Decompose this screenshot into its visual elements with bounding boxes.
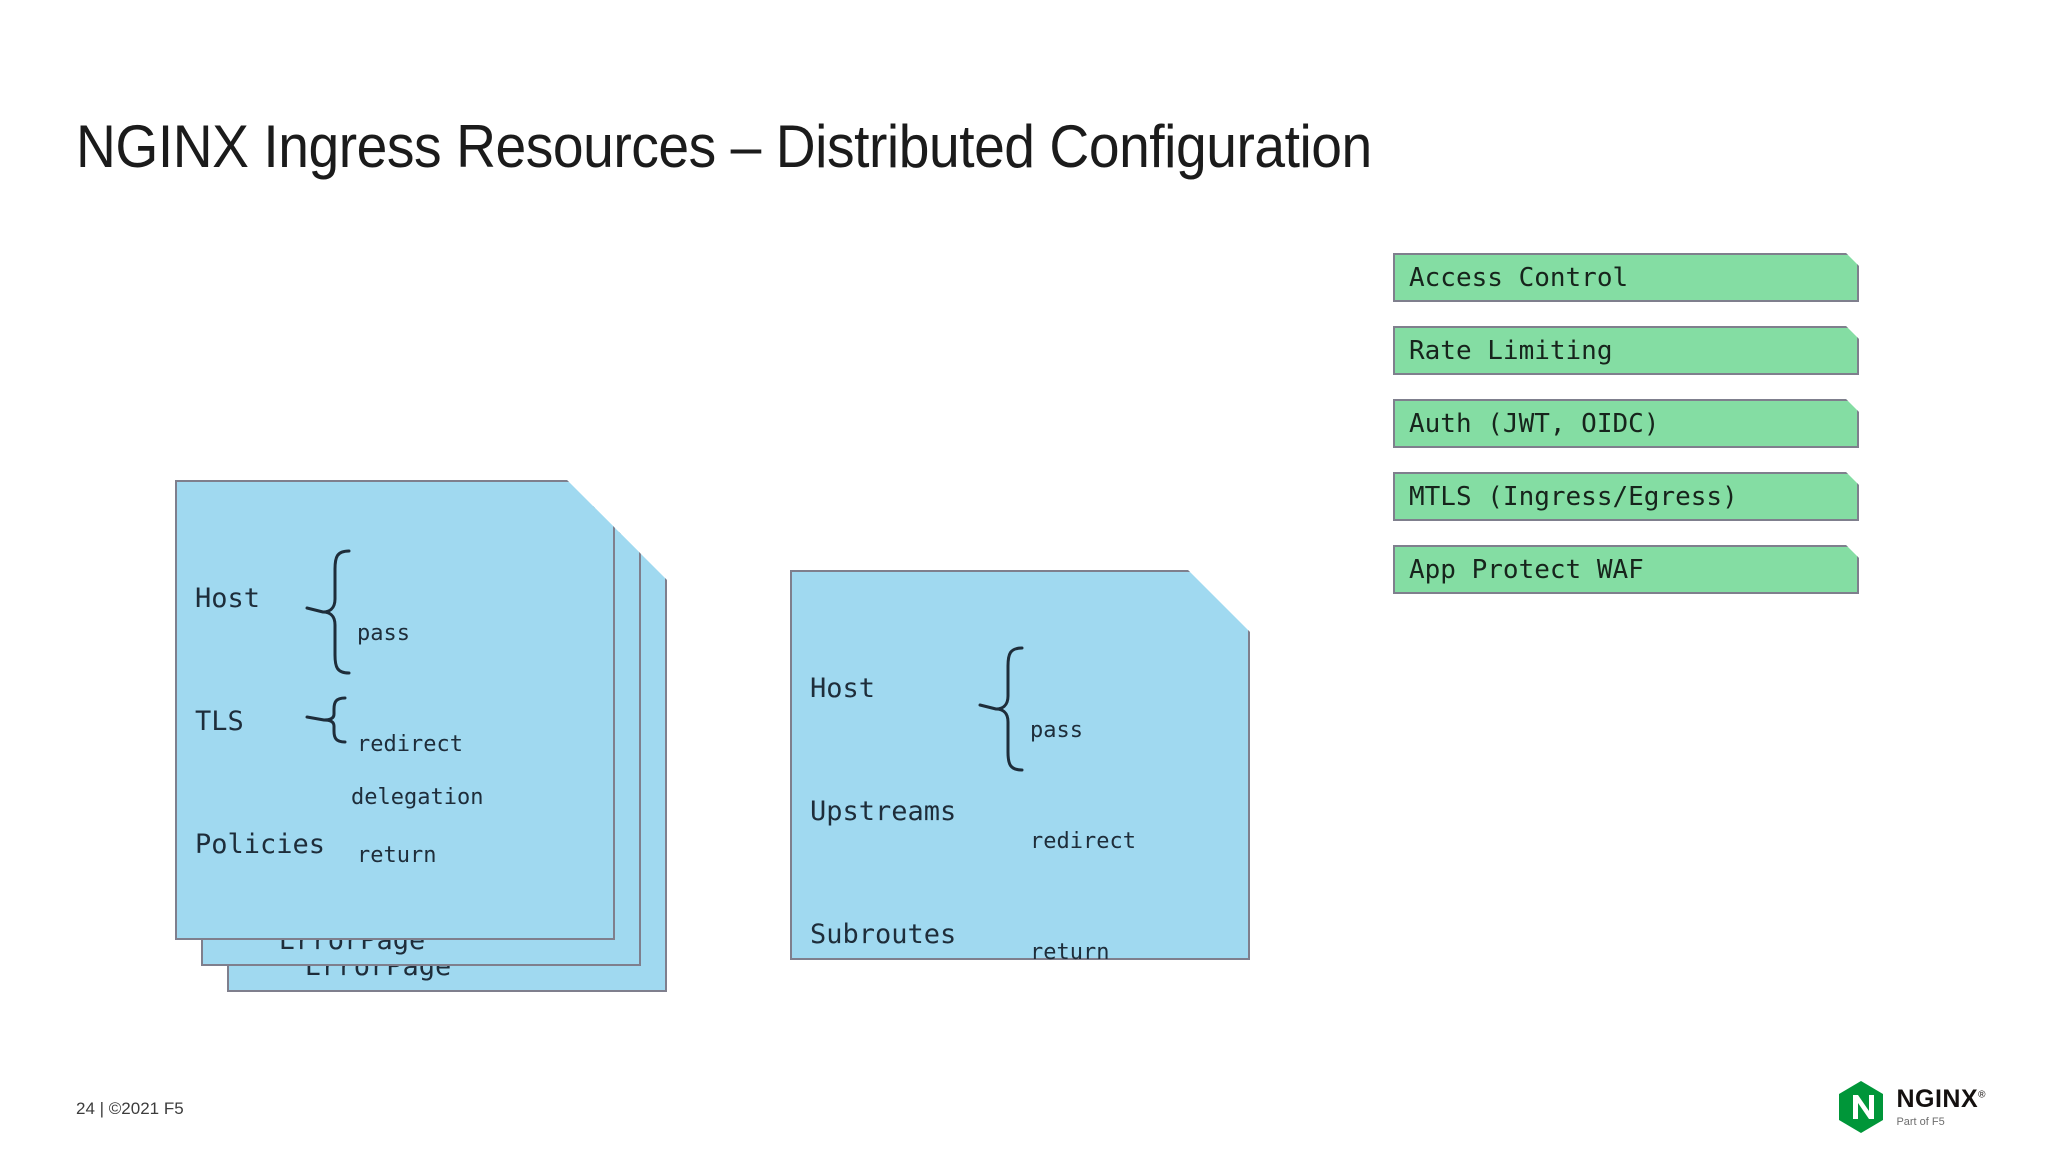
nginx-logo-wordmark: NGINX® Part of F5 xyxy=(1896,1084,1986,1128)
vsr-line-host: Host xyxy=(810,673,876,704)
nginx-hexagon-icon xyxy=(1839,1081,1884,1133)
nginx-logo-name: NGINX xyxy=(1896,1084,1979,1113)
virtualserver-card-stack: ErrorPage ErrorPage Host TLS Policies Up… xyxy=(175,480,695,1060)
policy-chip-list: Access Control Rate Limiting Auth (JWT, … xyxy=(1393,253,1859,618)
nginx-logo: NGINX® Part of F5 xyxy=(1837,1080,1986,1134)
curly-brace-icon xyxy=(960,644,1030,774)
vsr-action-option-return: return xyxy=(1030,940,1110,965)
vs-action-option-return: return xyxy=(357,843,437,868)
registered-trademark-icon: ® xyxy=(1978,1089,1986,1101)
vsr-action-option-proxy: proxy xyxy=(1030,1051,1097,1076)
policy-chip-mtls[interactable]: MTLS (Ingress/Egress) xyxy=(1393,472,1859,521)
policy-chip-label: Rate Limiting xyxy=(1409,335,1613,366)
vsr-line-subroutes: Subroutes xyxy=(810,919,957,950)
policy-chip-label: App Protect WAF xyxy=(1409,554,1644,585)
curly-brace-small-icon xyxy=(293,694,353,744)
policy-chip-label: Auth (JWT, OIDC) xyxy=(1409,408,1660,439)
vs-line-routes: Routes xyxy=(195,1075,293,1106)
vs-line-tls: TLS xyxy=(195,706,244,737)
virtualserverroute-card[interactable]: Host Upstreams Subroutes - Path Policies… xyxy=(790,570,1250,960)
vsr-action-option-redirect: redirect xyxy=(1030,829,1136,854)
nginx-logo-tagline: Part of F5 xyxy=(1896,1115,1945,1128)
policy-chip-rate-limiting[interactable]: Rate Limiting xyxy=(1393,326,1859,375)
page-title: NGINX Ingress Resources – Distributed Co… xyxy=(76,113,1372,180)
vsr-line-upstreams: Upstreams xyxy=(810,796,957,827)
vsr-action-options: pass redirect return proxy xyxy=(1030,638,1136,1152)
vsr-line-path: - Path xyxy=(810,1042,924,1073)
policy-chip-label: Access Control xyxy=(1409,262,1629,293)
vs-route-options: delegation xyxy=(351,705,483,890)
vs-line-host: Host xyxy=(195,583,261,614)
virtualserver-card[interactable]: Host TLS Policies Upstreams Routes - Pat… xyxy=(175,480,615,940)
vs-action-option-pass: pass xyxy=(357,621,410,646)
slide-footer-copyright: 24 | ©2021 F5 xyxy=(76,1099,184,1118)
policy-chip-auth[interactable]: Auth (JWT, OIDC) xyxy=(1393,399,1859,448)
curly-brace-icon xyxy=(287,547,357,677)
vs-route-option-delegation: delegation xyxy=(351,785,484,810)
policy-chip-access-control[interactable]: Access Control xyxy=(1393,253,1859,302)
vsr-action-option-pass: pass xyxy=(1030,718,1083,743)
policy-chip-app-protect-waf[interactable]: App Protect WAF xyxy=(1393,545,1859,594)
vs-line-policies: Policies xyxy=(195,829,326,860)
vs-action-option-redirect: redirect xyxy=(357,732,463,757)
policy-chip-label: MTLS (Ingress/Egress) xyxy=(1409,481,1738,512)
